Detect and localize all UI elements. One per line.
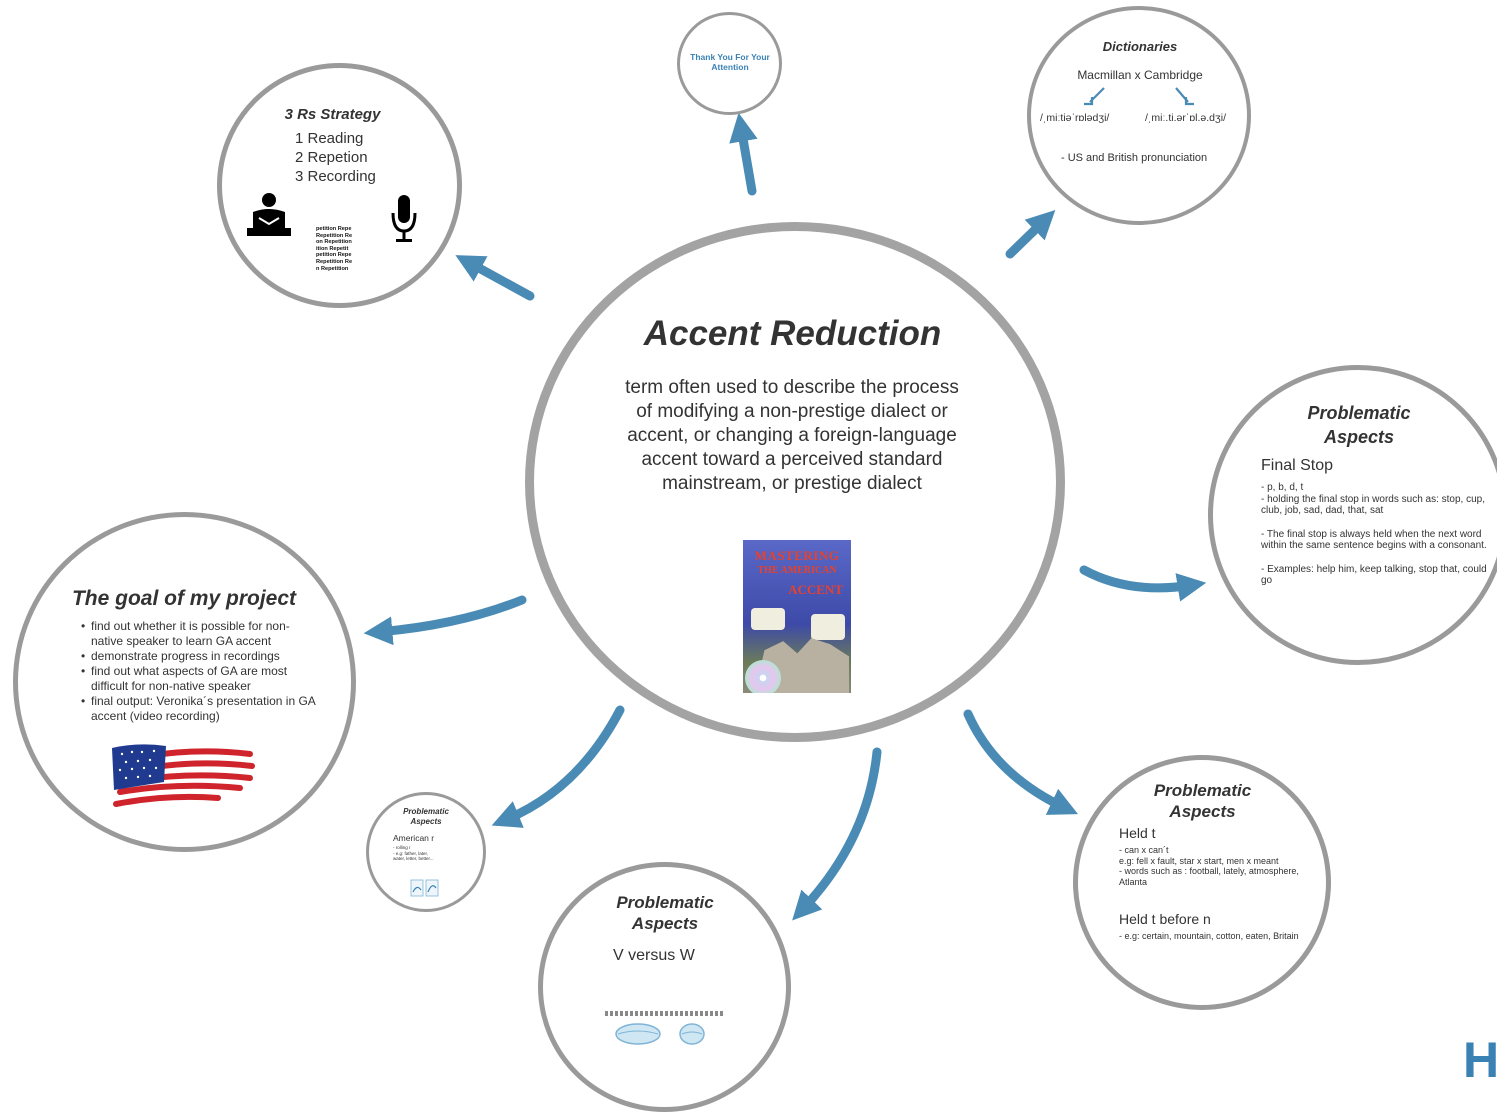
held-t-text: - can x can´t e.g: fell x fault, star x …	[1119, 845, 1299, 887]
v-w-heading: V versus W	[613, 947, 695, 964]
goal-list: find out whether it is possible for non-…	[81, 619, 316, 724]
central-description: term often used to describe the process …	[625, 377, 959, 494]
strategy-title: 3 Rs Strategy	[284, 106, 381, 123]
arrow-to-held-t	[963, 709, 1079, 815]
final-stop-line: - The final stop is always held when the…	[1261, 528, 1487, 552]
repetition-line: petition Repe	[316, 226, 352, 232]
american-r-node[interactable]	[366, 792, 486, 912]
arrow-to-final-stop	[1079, 565, 1207, 602]
thanks-node[interactable]	[677, 12, 782, 115]
reading-person-icon	[247, 193, 291, 236]
repetition-line: on Repetition	[316, 239, 352, 246]
book-speech-bubbles	[751, 608, 785, 630]
dictionaries-uk-ipa: /ˌmiː.ti.ərˈɒl.ə.dʒi/	[1145, 112, 1226, 124]
thanks-text: Thank You For Your Attention	[690, 52, 770, 72]
american-r-line: water, letter, better...	[393, 856, 434, 861]
american-r-heading: American r	[393, 833, 435, 843]
strategy-node[interactable]	[217, 63, 462, 308]
repetition-line: ition Repetit	[316, 245, 349, 252]
partial-heading-letter: H	[1463, 1032, 1497, 1088]
goal-item: demonstrate progress in recordings	[81, 649, 316, 664]
arrow-to-strategy	[455, 255, 535, 301]
held-t-before-n-heading: Held t before n	[1119, 911, 1211, 927]
american-r-line: - rolling r	[393, 845, 411, 850]
book-speech-bubble-2	[811, 614, 845, 640]
dictionaries-node[interactable]	[1027, 6, 1251, 225]
final-stop-node[interactable]	[1208, 365, 1497, 665]
arrow-to-dictionaries	[1005, 209, 1056, 259]
held-t-line: - can x can´t	[1119, 845, 1169, 855]
american-flag-image	[112, 744, 255, 807]
final-stop-line: - p, b, d, t	[1261, 482, 1304, 493]
final-stop-line: - holding the final stop in words such a…	[1261, 493, 1486, 517]
dictionaries-subtitle: Macmillan x Cambridge	[1077, 68, 1203, 82]
goal-title: The goal of my project	[71, 587, 297, 610]
repetition-text-block: petition Repe Repetition Re on Repetitio…	[316, 226, 368, 272]
held-t-line: - words such as : football, lately, atmo…	[1119, 866, 1299, 887]
final-stop-heading: Final Stop	[1261, 457, 1334, 474]
book-title-line2: THE AMERICAN	[757, 565, 837, 576]
book-cd-icon	[745, 660, 781, 693]
strategy-item-reading: 1 Reading	[295, 130, 364, 147]
microphone-icon	[391, 195, 417, 242]
american-r-text: - rolling r - e.g: father, later, water,…	[393, 845, 463, 862]
lips-diagram-image	[615, 1023, 705, 1045]
goal-item: final output: Veronika´s presentation in…	[81, 694, 316, 724]
arrow-to-v-w	[792, 747, 882, 921]
v-w-caption-lines	[605, 1011, 725, 1016]
held-t-line: e.g: fell x fault, star x start, men x m…	[1119, 855, 1279, 866]
dictionaries-note: - US and British pronunciation	[1061, 152, 1208, 164]
central-title: Accent Reduction	[643, 314, 942, 353]
american-r-diagram-image	[410, 879, 439, 897]
held-t-node[interactable]	[1073, 755, 1331, 1010]
arrow-to-american-r	[491, 705, 625, 828]
dictionaries-split-arrows	[1084, 87, 1194, 106]
arrow-to-goal	[363, 595, 527, 646]
v-w-title: Problematic Aspects	[616, 893, 714, 933]
repetition-line: Repetition Re	[316, 258, 353, 265]
goal-item: find out what aspects of GA are most dif…	[81, 664, 316, 694]
strategy-item-recording: 3 Recording	[295, 168, 376, 185]
dictionaries-us-ipa: /ˌmiːtiəˈrɒlədʒi/	[1040, 112, 1110, 124]
held-t-title: Problematic Aspects	[1153, 781, 1252, 821]
repetition-line: n Repetition	[316, 265, 349, 272]
arrow-to-thanks	[729, 112, 758, 196]
held-t-heading: Held t	[1119, 825, 1156, 841]
dictionaries-title: Dictionaries	[1102, 39, 1178, 54]
held-t-before-n-text: - e.g: certain, mountain, cotton, eaten,…	[1119, 931, 1299, 942]
repetition-line: Repetition Re	[316, 232, 353, 239]
book-cover-image: MASTERING THE AMERICAN ACCENT	[743, 540, 851, 693]
goal-item: find out whether it is possible for non-…	[81, 619, 316, 649]
book-title-line1: MASTERING	[754, 548, 840, 563]
final-stop-title: Problematic Aspects	[1307, 403, 1411, 447]
book-title-line3: ACCENT	[788, 582, 843, 597]
strategy-item-repetion: 2 Repetion	[295, 149, 368, 166]
american-r-line: - e.g: father, later,	[393, 850, 429, 856]
american-r-title: Problematic Aspects	[403, 807, 449, 826]
v-w-node[interactable]	[538, 862, 791, 1112]
repetition-line: petition Repe	[316, 252, 352, 259]
final-stop-line: - Examples: help him, keep talking, stop…	[1261, 563, 1487, 587]
held-t-before-n-line: - e.g: certain, mountain, cotton, eaten,…	[1119, 931, 1299, 941]
final-stop-text: - p, b, d, t - holding the final stop in…	[1261, 482, 1493, 587]
